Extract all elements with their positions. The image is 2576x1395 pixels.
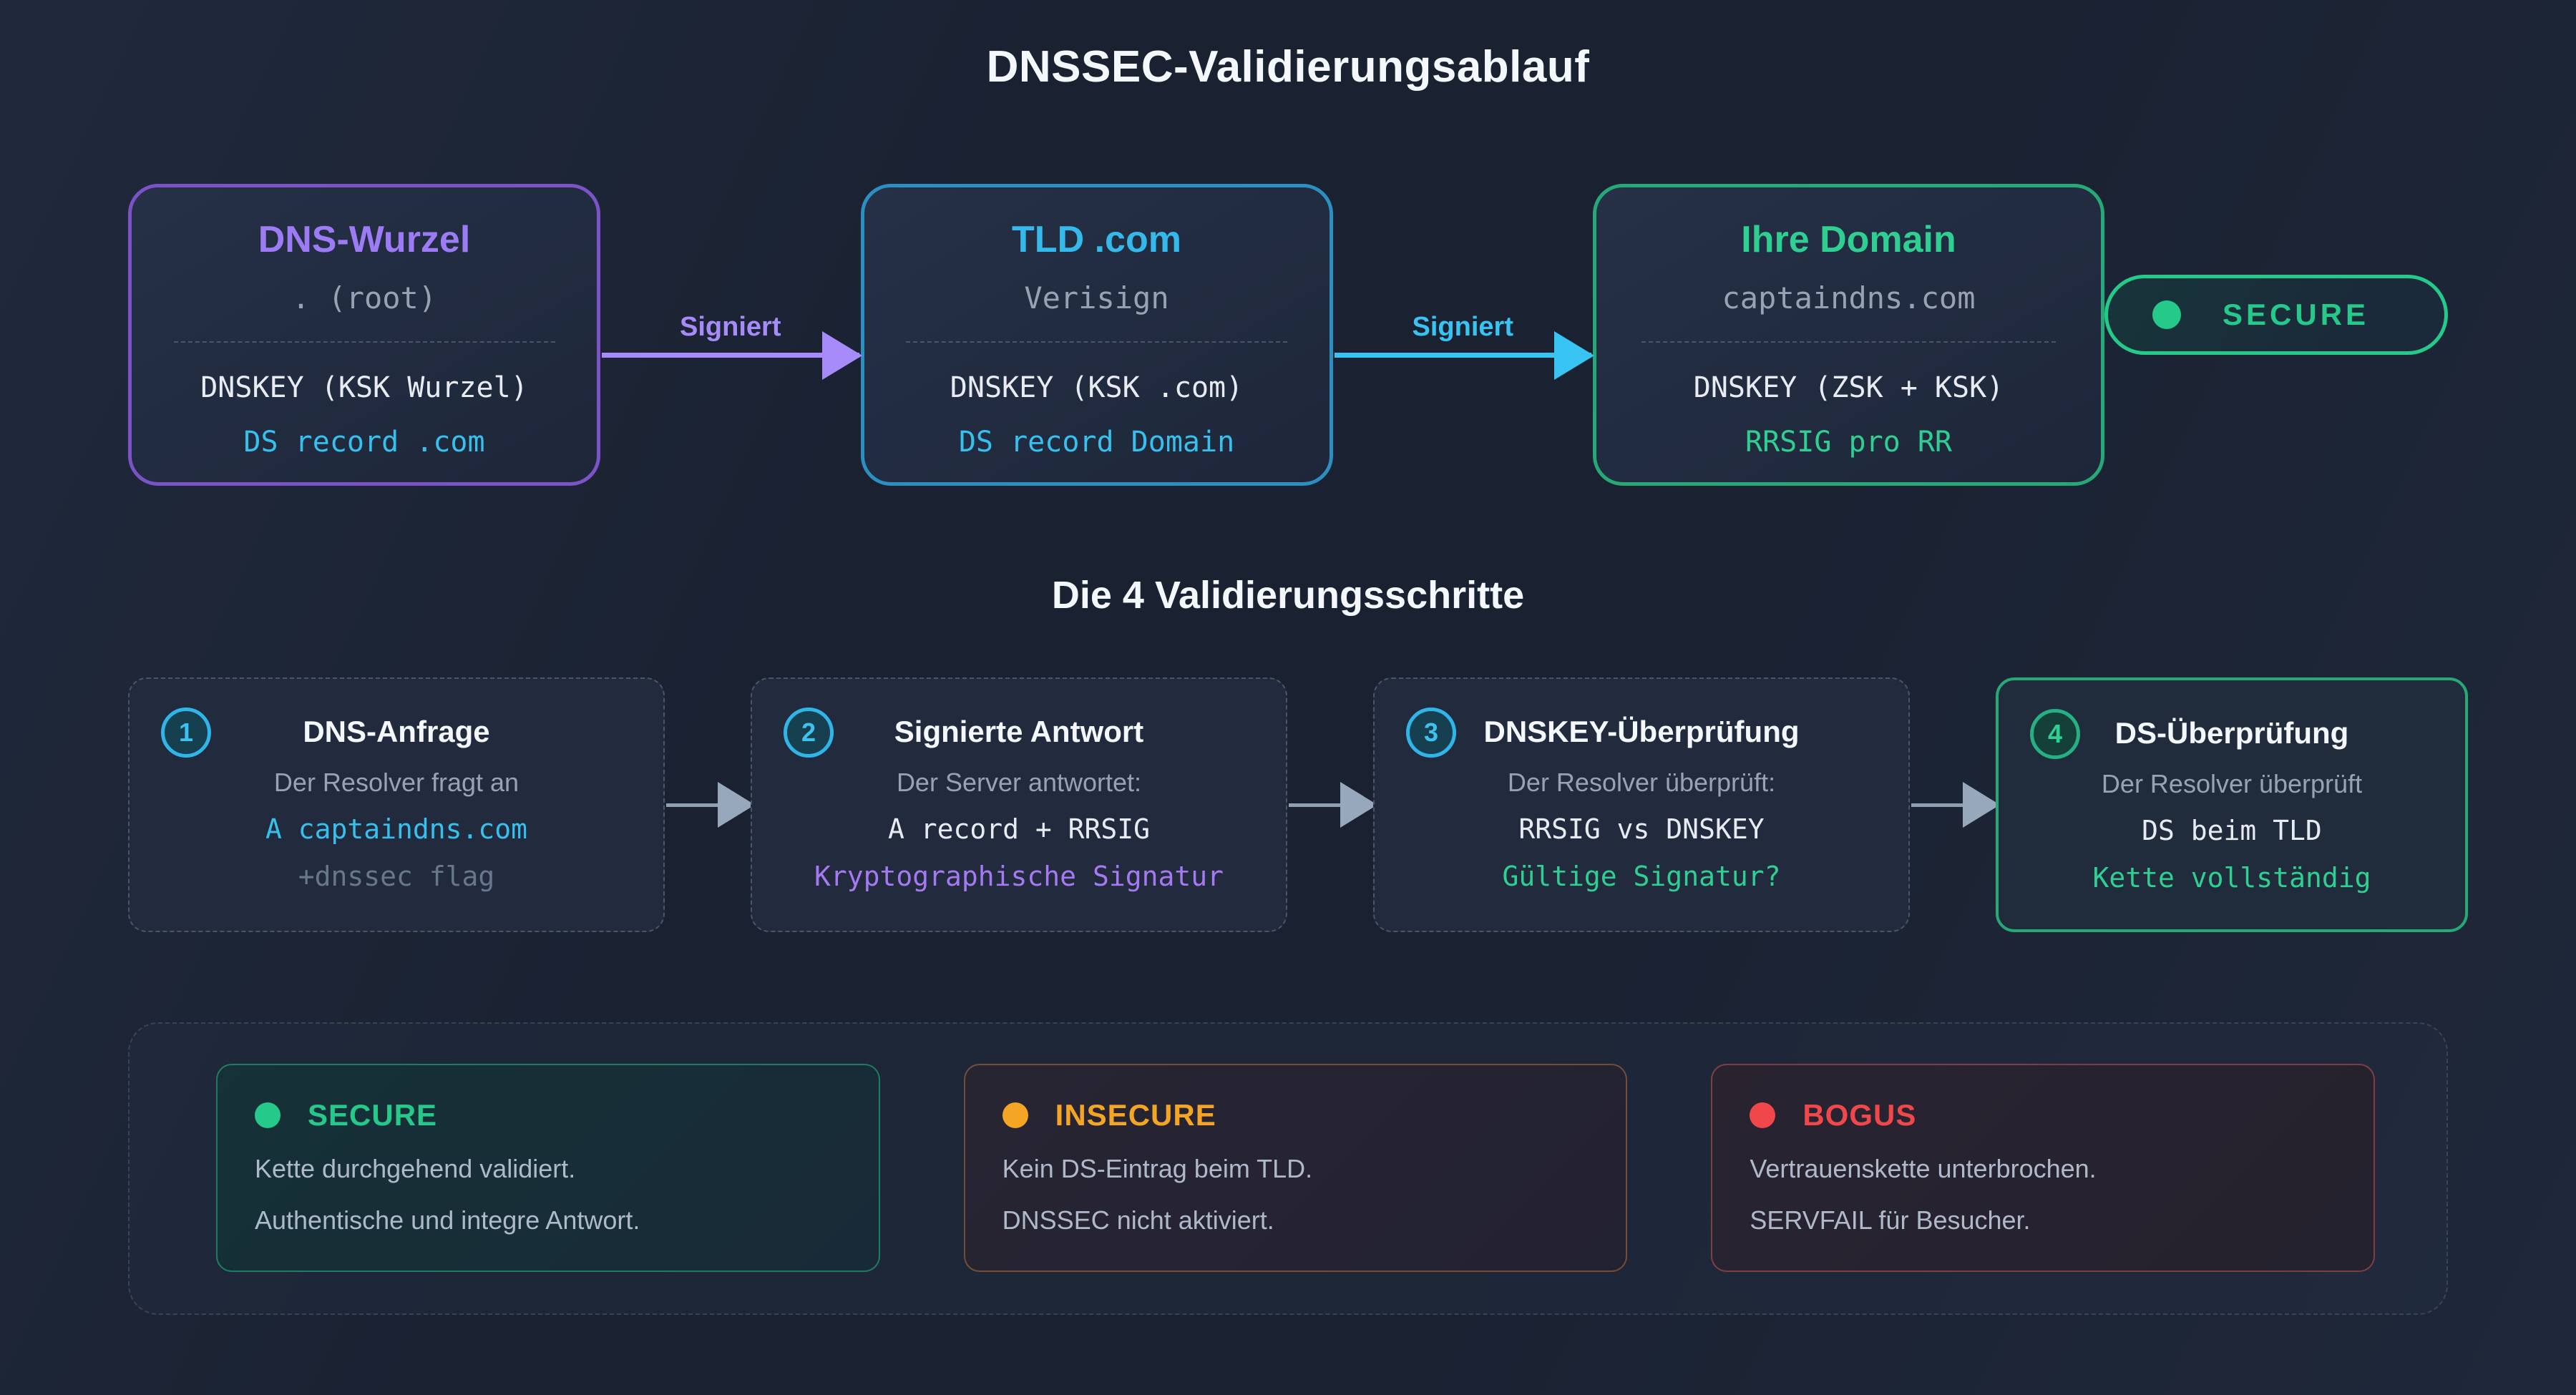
node-subtitle: Verisign [1024, 280, 1169, 315]
node-subtitle: . (root) [291, 280, 437, 315]
status-label: INSECURE [1055, 1098, 1216, 1132]
step-code-line: A captaindns.com [265, 813, 528, 845]
step-code-line: DS beim TLD [2142, 815, 2322, 846]
node-title: DNS-Wurzel [258, 219, 471, 260]
status-card-header: BOGUS [1750, 1098, 2336, 1132]
chain-node-your-domain: Ihre Domain captaindns.com DNSKEY (ZSK +… [1593, 184, 2104, 486]
node-record-line: DNSKEY (KSK Wurzel) [200, 371, 528, 404]
step-code-line: RRSIG vs DNSKEY [1518, 813, 1765, 845]
step-title: DS-Überprüfung [2114, 716, 2349, 750]
orange-dot-icon [1002, 1102, 1028, 1128]
arrow-right-icon [1911, 803, 1963, 807]
node-subtitle: captaindns.com [1722, 280, 1976, 315]
step-description: Der Resolver überprüft [2101, 769, 2363, 798]
step-connector [665, 803, 751, 807]
secure-status-badge: SECURE [2104, 275, 2448, 355]
signed-arrow-root-to-tld: Signiert [600, 312, 861, 358]
arrow-label: Signiert [680, 312, 781, 342]
step-code-line: Gültige Signatur? [1502, 861, 1781, 892]
green-dot-icon [2152, 300, 2181, 329]
node-record-line: DNSKEY (KSK .com) [950, 371, 1244, 404]
step-code-line: Kette vollständig [2092, 862, 2371, 894]
node-record-line: DS record Domain [958, 425, 1235, 459]
arrow-right-icon [602, 353, 859, 358]
step-description: Der Server antwortet: [896, 768, 1142, 797]
status-legend-panel: SECURE Kette durchgehend validiert. Auth… [128, 1022, 2448, 1315]
status-description: Authentische und integre Antwort. [255, 1205, 640, 1235]
red-dot-icon [1750, 1102, 1776, 1128]
node-title: Ihre Domain [1741, 219, 1956, 260]
step-title: DNS-Anfrage [303, 715, 490, 748]
steps-section-heading: Die 4 Validierungsschritte [1051, 574, 1525, 617]
status-badge-label: SECURE [2223, 298, 2370, 331]
status-description: Vertrauenskette unterbrochen. [1750, 1154, 2097, 1183]
trust-chain-row: DNS-Wurzel . (root) DNSKEY (KSK Wurzel) … [128, 184, 2448, 486]
step-number-badge: 3 [1406, 708, 1456, 758]
chain-node-tld-com: TLD .com Verisign DNSKEY (KSK .com) DS r… [860, 184, 1333, 486]
status-card-header: SECURE [255, 1098, 841, 1132]
arrow-right-icon [666, 803, 718, 807]
node-record-line: DNSKEY (ZSK + KSK) [1693, 371, 2004, 404]
divider [906, 341, 1287, 343]
step-code-line: +dnssec flag [298, 861, 495, 892]
node-record-line: RRSIG pro RR [1745, 425, 1952, 459]
green-dot-icon [255, 1102, 280, 1128]
status-card-header: INSECURE [1002, 1098, 1589, 1132]
status-card-bogus: BOGUS Vertrauenskette unterbrochen. SERV… [1711, 1064, 2376, 1272]
divider [173, 341, 555, 343]
step-connector [1910, 803, 1996, 807]
status-description: SERVFAIL für Besucher. [1750, 1205, 2031, 1235]
arrow-right-icon [1289, 803, 1340, 807]
step-card-signierte-antwort: 2 Signierte Antwort Der Server antwortet… [751, 677, 1287, 932]
divider [1641, 341, 2056, 343]
page-title: DNSSEC-Validierungsablauf [986, 42, 1590, 92]
step-code-line: A record + RRSIG [887, 813, 1151, 845]
step-connector [1287, 803, 1373, 807]
status-description: Kette durchgehend validiert. [255, 1154, 576, 1183]
arrow-right-icon [1334, 353, 1591, 358]
status-label: SECURE [308, 1098, 438, 1132]
step-card-dnskey-ueberpruefung: 3 DNSKEY-Überprüfung Der Resolver überpr… [1373, 677, 1910, 932]
status-description: DNSSEC nicht aktiviert. [1002, 1205, 1274, 1235]
step-description: Der Resolver überprüft: [1507, 768, 1776, 797]
step-description: Der Resolver fragt an [273, 768, 519, 797]
step-card-dns-anfrage: 1 DNS-Anfrage Der Resolver fragt an A ca… [128, 677, 665, 932]
step-title: Signierte Antwort [894, 715, 1144, 748]
status-description: Kein DS-Eintrag beim TLD. [1002, 1154, 1313, 1183]
chain-node-dns-root: DNS-Wurzel . (root) DNSKEY (KSK Wurzel) … [128, 184, 600, 486]
signed-arrow-tld-to-domain: Signiert [1333, 312, 1594, 358]
validation-steps-row: 1 DNS-Anfrage Der Resolver fragt an A ca… [128, 677, 2468, 932]
status-label: BOGUS [1802, 1098, 1917, 1132]
step-title: DNSKEY-Überprüfung [1483, 715, 1800, 748]
arrow-label: Signiert [1412, 312, 1513, 342]
step-number-badge: 2 [784, 708, 834, 758]
step-code-line: Kryptographische Signatur [814, 861, 1224, 892]
node-title: TLD .com [1012, 219, 1181, 260]
status-card-insecure: INSECURE Kein DS-Eintrag beim TLD. DNSSE… [963, 1064, 1628, 1272]
step-card-ds-ueberpruefung: 4 DS-Überprüfung Der Resolver überprüft … [1996, 677, 2468, 932]
status-card-secure: SECURE Kette durchgehend validiert. Auth… [216, 1064, 880, 1272]
step-number-badge: 4 [2030, 709, 2080, 759]
node-record-line: DS record .com [243, 425, 485, 459]
step-number-badge: 1 [161, 708, 211, 758]
